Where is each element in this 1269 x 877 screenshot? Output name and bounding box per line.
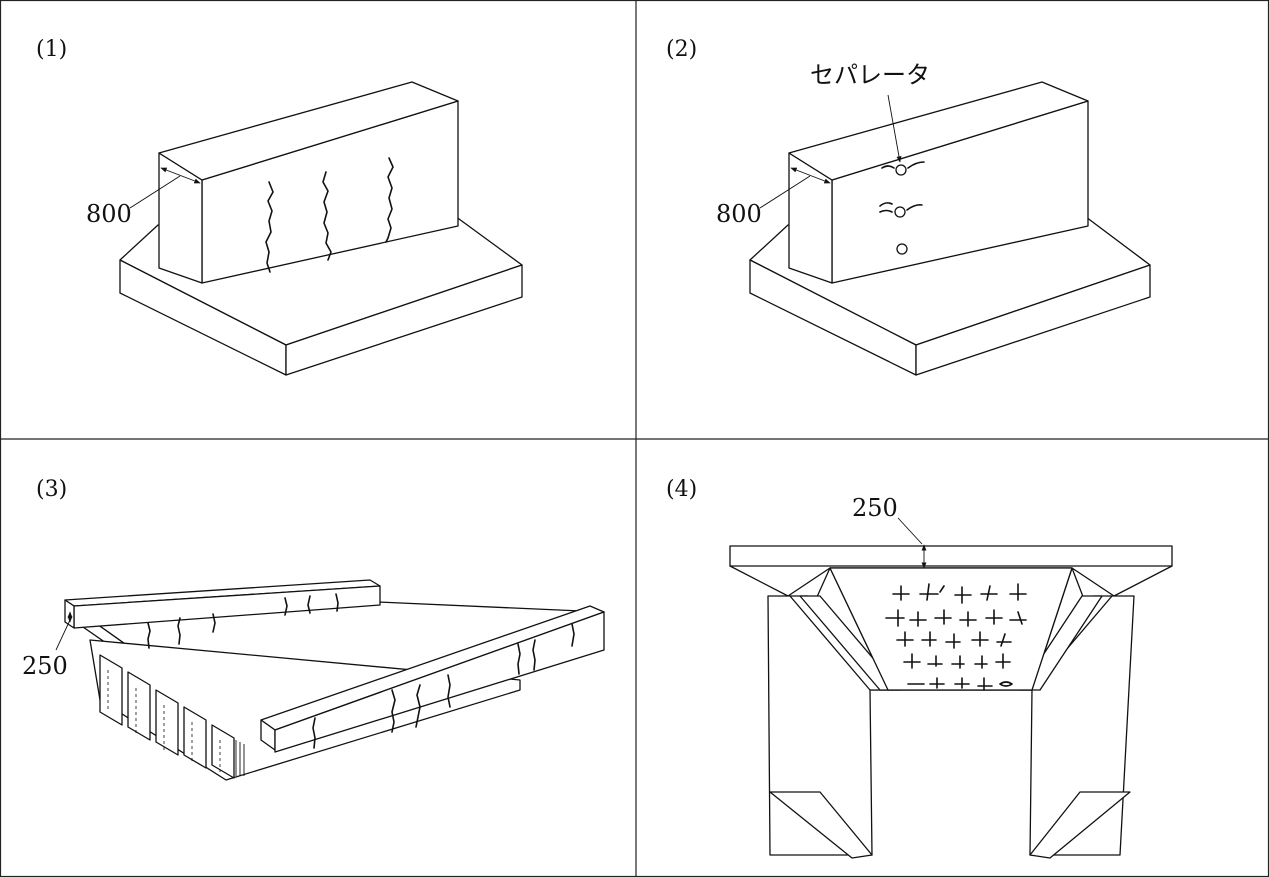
panel-1-base-side xyxy=(285,264,523,376)
panel-3: (3) 250 xyxy=(22,477,605,781)
panel-2-annotation-label: セパレータ xyxy=(810,61,930,89)
panel-3-girders xyxy=(99,654,245,779)
panel-2-dimension-arrow xyxy=(790,167,831,184)
panel-2-separator-crack-1 xyxy=(881,161,925,169)
panel-1-dimension-label: 800 xyxy=(86,200,132,228)
panel-3-label: (3) xyxy=(36,477,67,502)
panel-4-top-slab xyxy=(729,545,1173,567)
panel-3-barrier-near-side xyxy=(274,611,605,753)
panel-1-crack-3 xyxy=(385,157,394,243)
panel-4-pattern-cracks xyxy=(885,583,1027,691)
panel-4-dimension-leader xyxy=(897,517,923,545)
panel-4-label: (4) xyxy=(666,477,697,502)
panel-4-leg-left xyxy=(767,595,873,856)
panel-4-leg-right xyxy=(1029,595,1135,856)
panel-2-dimension-label: 800 xyxy=(716,200,762,228)
panel-3-cracks xyxy=(147,593,575,749)
panel-2-separator-hole-3 xyxy=(896,243,908,255)
panel-2-separator-hole-1 xyxy=(895,164,907,176)
panel-1-crack-2 xyxy=(322,171,332,261)
panel-4-soffit-panel xyxy=(829,567,1073,691)
panel-2-annotation-leader xyxy=(887,94,902,163)
panel-2: (2) セパレータ 800 xyxy=(666,37,1151,376)
panel-2-label: (2) xyxy=(666,37,697,62)
panel-2-separator-hole-2 xyxy=(894,206,906,218)
panel-2-base-side xyxy=(915,264,1151,376)
panel-4-haunch-right xyxy=(1071,565,1173,597)
panel-1-crack-1 xyxy=(265,181,274,273)
panel-4-dimension-label: 250 xyxy=(852,494,898,522)
panel-1: (1) 800 xyxy=(36,37,523,376)
panel-1-dimension-arrow xyxy=(160,167,201,184)
panel-4-haunch-left xyxy=(729,565,831,597)
panel-2-separator-crack-2 xyxy=(879,202,923,213)
panel-3-dimension-leader xyxy=(55,619,71,651)
panel-1-dimension-leader xyxy=(129,175,181,209)
panel-3-dimension-label: 250 xyxy=(22,652,68,680)
panel-1-label: (1) xyxy=(36,37,67,62)
panel-4: (4) 250 xyxy=(666,477,1173,859)
panel-4-footing-right xyxy=(1029,791,1131,859)
panel-2-dimension-leader xyxy=(759,175,811,209)
panel-4-footing-left xyxy=(769,791,873,859)
